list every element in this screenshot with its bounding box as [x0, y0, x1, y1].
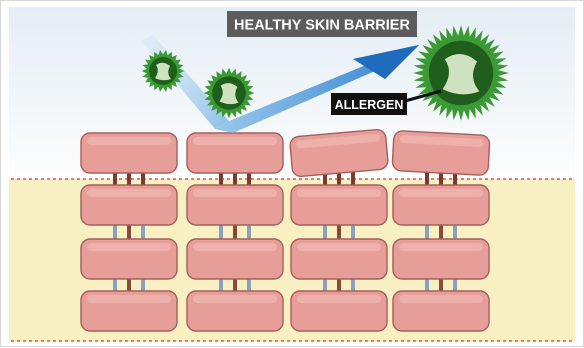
skin-cell: [291, 185, 387, 225]
allergen-label: ALLERGEN: [335, 98, 404, 112]
cell-highlight: [87, 189, 171, 197]
cell-highlight: [399, 295, 483, 303]
allergen-particle-icon: [415, 27, 507, 119]
cell-highlight: [297, 295, 381, 303]
cell-highlight: [193, 243, 277, 251]
cell-highlight: [87, 137, 171, 145]
skin-cell: [187, 239, 283, 279]
skin-cell: [291, 291, 387, 331]
skin-cell: [392, 131, 490, 176]
skin-cell: [187, 291, 283, 331]
cell-highlight: [399, 189, 483, 197]
cell-highlight: [193, 295, 277, 303]
skin-cell: [393, 291, 489, 331]
skin-cell: [187, 133, 283, 173]
allergen-particle-icon: [205, 69, 253, 117]
cell-highlight: [193, 189, 277, 197]
cell-highlight: [399, 243, 483, 251]
cell-highlight: [87, 295, 171, 303]
page-title: HEALTHY SKIN BARRIER: [234, 18, 410, 34]
skin-cell: [81, 291, 177, 331]
skin-cell: [393, 239, 489, 279]
cell-highlight: [87, 243, 171, 251]
skin-cell: [81, 239, 177, 279]
cell-highlight: [193, 137, 277, 145]
skin-cell: [81, 185, 177, 225]
skin-cell: [81, 133, 177, 173]
skin-cell: [393, 185, 489, 225]
skin-cell: [291, 239, 387, 279]
cell-highlight: [297, 243, 381, 251]
skin-cell: [187, 185, 283, 225]
cell-highlight: [297, 189, 381, 197]
skin-cell: [289, 129, 388, 177]
title-label: HEALTHY SKIN BARRIER: [227, 11, 417, 37]
